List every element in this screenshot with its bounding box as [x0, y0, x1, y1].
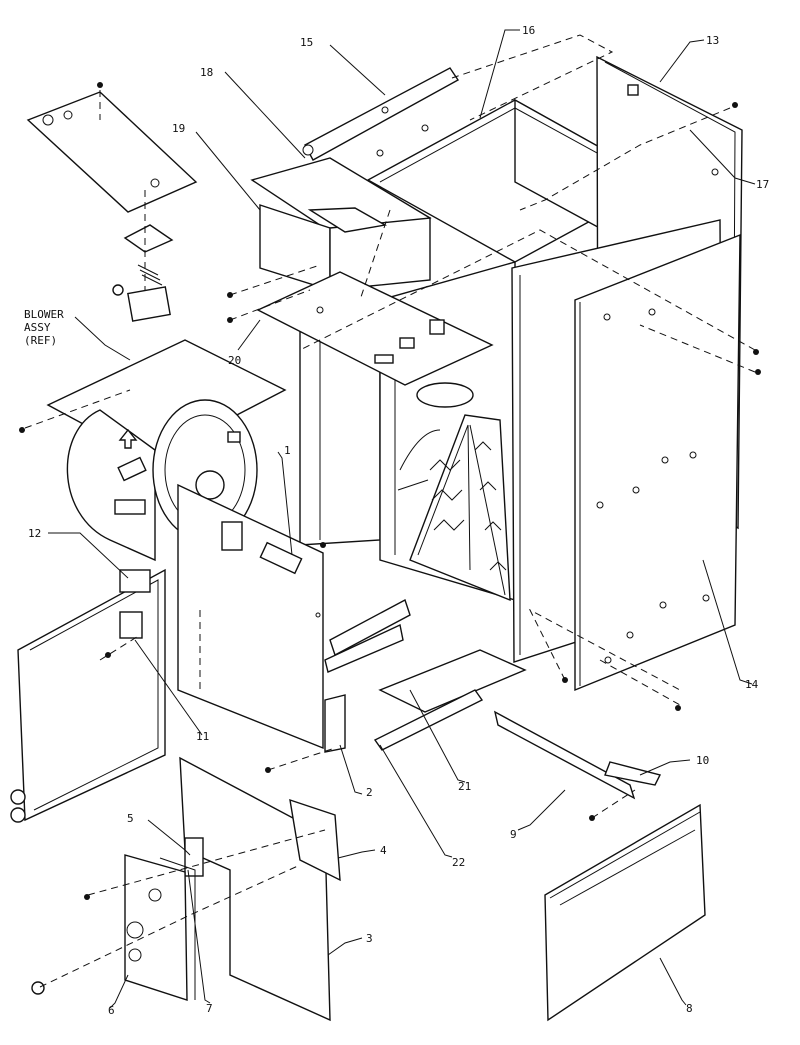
rail-9-10 [493, 710, 662, 800]
callout-20: 20 [228, 354, 241, 367]
lower-access-panel-3 [179, 756, 341, 1022]
rails-21-22 [324, 598, 527, 751]
callout-11: 11 [196, 730, 209, 743]
callout-19: 19 [172, 122, 185, 135]
top-filter-bracket [26, 91, 198, 322]
left-door-panel [10, 568, 166, 823]
callout-leaders [48, 29, 756, 1009]
callout-4: 4 [380, 844, 387, 857]
callout-13: 13 [706, 34, 719, 47]
bottom-panel-8 [544, 803, 706, 1022]
front-door-panel-1 [177, 483, 324, 750]
callout-14: 14 [745, 678, 759, 691]
top-side-panel-15 [302, 67, 460, 161]
callout-15: 15 [300, 36, 313, 49]
blower-label-line2: ASSY [24, 321, 51, 334]
callout-1: 1 [284, 444, 291, 457]
callout-9: 9 [510, 828, 517, 841]
filter-plate-6-7 [31, 854, 196, 1001]
bracket-2 [324, 694, 346, 753]
callout-8: 8 [686, 1002, 693, 1015]
callout-21: 21 [458, 780, 471, 793]
callout-10: 10 [696, 754, 709, 767]
blower-label-line1: BLOWER [24, 308, 64, 321]
callout-22: 22 [452, 856, 465, 869]
control-board-20 [256, 271, 494, 386]
callout-6: 6 [108, 1004, 115, 1017]
callout-17: 17 [756, 178, 769, 191]
blower-assy-label: BLOWER ASSY (REF) [24, 308, 64, 347]
callout-12: 12 [28, 527, 41, 540]
callout-7: 7 [206, 1002, 213, 1015]
callout-numbers: 1 2 3 4 5 6 7 8 9 10 11 12 13 14 15 16 1… [28, 24, 769, 1017]
callout-5: 5 [127, 812, 134, 825]
callout-3: 3 [366, 932, 373, 945]
callout-18: 18 [200, 66, 213, 79]
assembly-dashed-lines [24, 34, 756, 988]
evaporator-coil [397, 382, 511, 602]
side-panel-14 [574, 233, 741, 692]
callout-2: 2 [366, 786, 373, 799]
callout-16: 16 [522, 24, 535, 37]
blower-label-line3: (REF) [24, 334, 57, 347]
